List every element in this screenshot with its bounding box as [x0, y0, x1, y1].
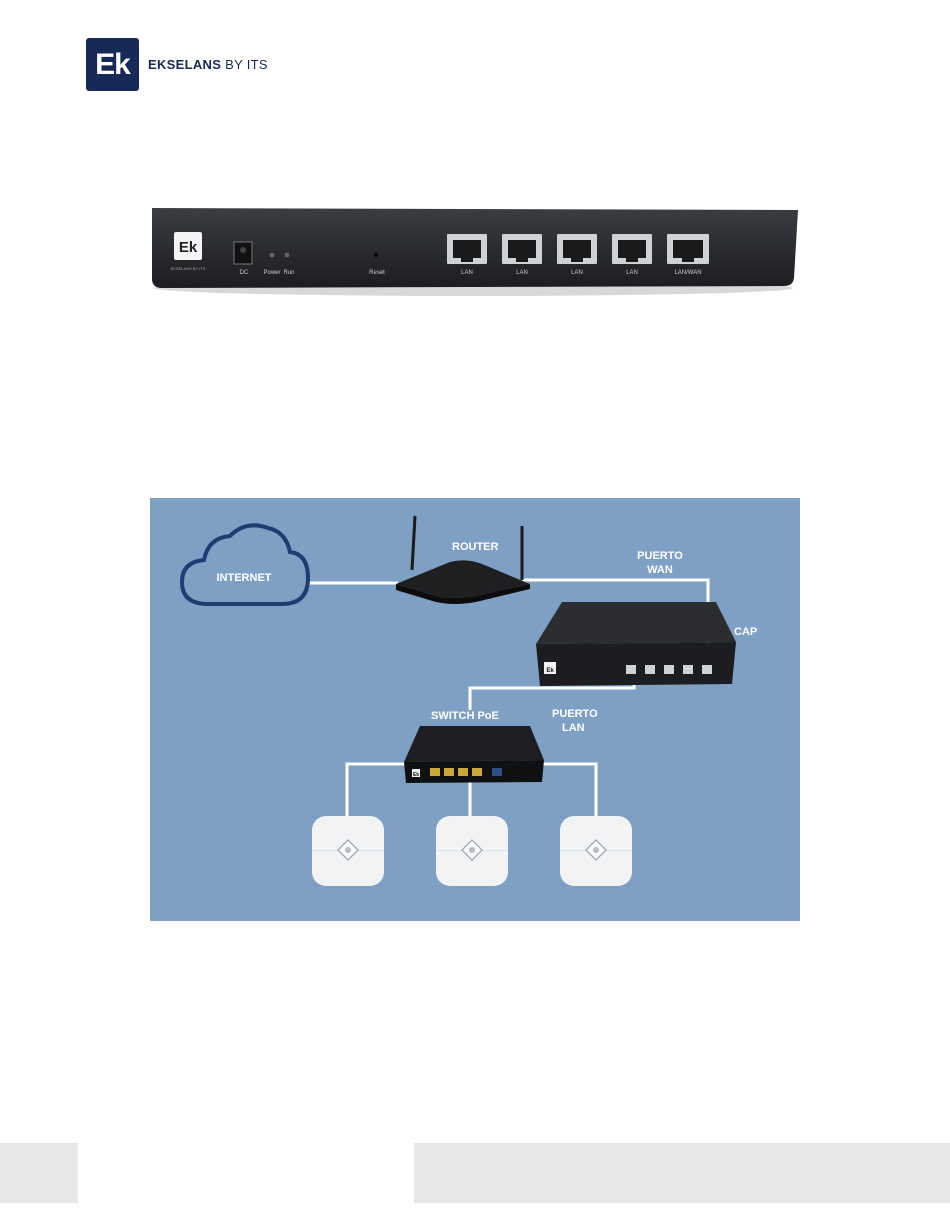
- port-label: LAN: [571, 270, 583, 276]
- brand-name-bold: EKSELANS: [148, 57, 221, 72]
- network-diagram: INTERNET ROUTER PUERTO WAN Ek CAP PUERTO…: [150, 498, 800, 921]
- reset-label: Reset: [369, 270, 385, 276]
- device-front-panel-photo: Ek EKSELANS BY ITS DC Power Run Reset LA…: [138, 200, 814, 300]
- port: [447, 234, 487, 264]
- switch-logo: Ek: [413, 772, 419, 778]
- brand-name: EKSELANS BY ITS: [148, 57, 268, 72]
- switch-poe-icon: [404, 726, 544, 783]
- port-label: LAN: [461, 270, 473, 276]
- run-led: [285, 253, 290, 258]
- access-point-icon: [312, 816, 384, 886]
- router-label: ROUTER: [452, 541, 499, 553]
- port: [612, 234, 652, 264]
- cap-device-icon: [536, 602, 736, 686]
- access-point-icon: [436, 816, 508, 886]
- logo-mark: Ek: [86, 38, 139, 91]
- device-logo-caption: EKSELANS BY ITS: [171, 266, 206, 271]
- cap-logo: Ek: [546, 668, 554, 674]
- brand-name-rest: BY ITS: [221, 57, 268, 72]
- dc-label: DC: [240, 270, 249, 276]
- port-label: LAN: [626, 270, 638, 276]
- port: [557, 234, 597, 264]
- port: [667, 234, 709, 264]
- switch-poe-label: SWITCH PoE: [431, 710, 499, 722]
- power-label: Power: [263, 270, 280, 276]
- ethernet-ports: [447, 234, 709, 264]
- cap-label: CAP: [734, 626, 757, 638]
- access-point-icon: [560, 816, 632, 886]
- wan-port-label-line1: PUERTO: [637, 550, 683, 562]
- port-label: LAN: [516, 270, 528, 276]
- run-label: Run: [283, 270, 294, 276]
- lan-port-label-line1: PUERTO: [552, 708, 598, 720]
- reset-hole: [374, 253, 378, 257]
- brand-logo: Ek EKSELANS BY ITS: [86, 38, 268, 91]
- footer-bar: [414, 1143, 950, 1203]
- power-led: [270, 253, 275, 258]
- footer-page-number-box: [0, 1143, 78, 1203]
- device-logo-mark: Ek: [179, 239, 198, 256]
- lan-port-label-line2: LAN: [562, 722, 585, 734]
- port: [502, 234, 542, 264]
- port-label: LAN/WAN: [674, 270, 701, 276]
- wan-port-label-line2: WAN: [647, 564, 673, 576]
- internet-label: INTERNET: [217, 572, 272, 584]
